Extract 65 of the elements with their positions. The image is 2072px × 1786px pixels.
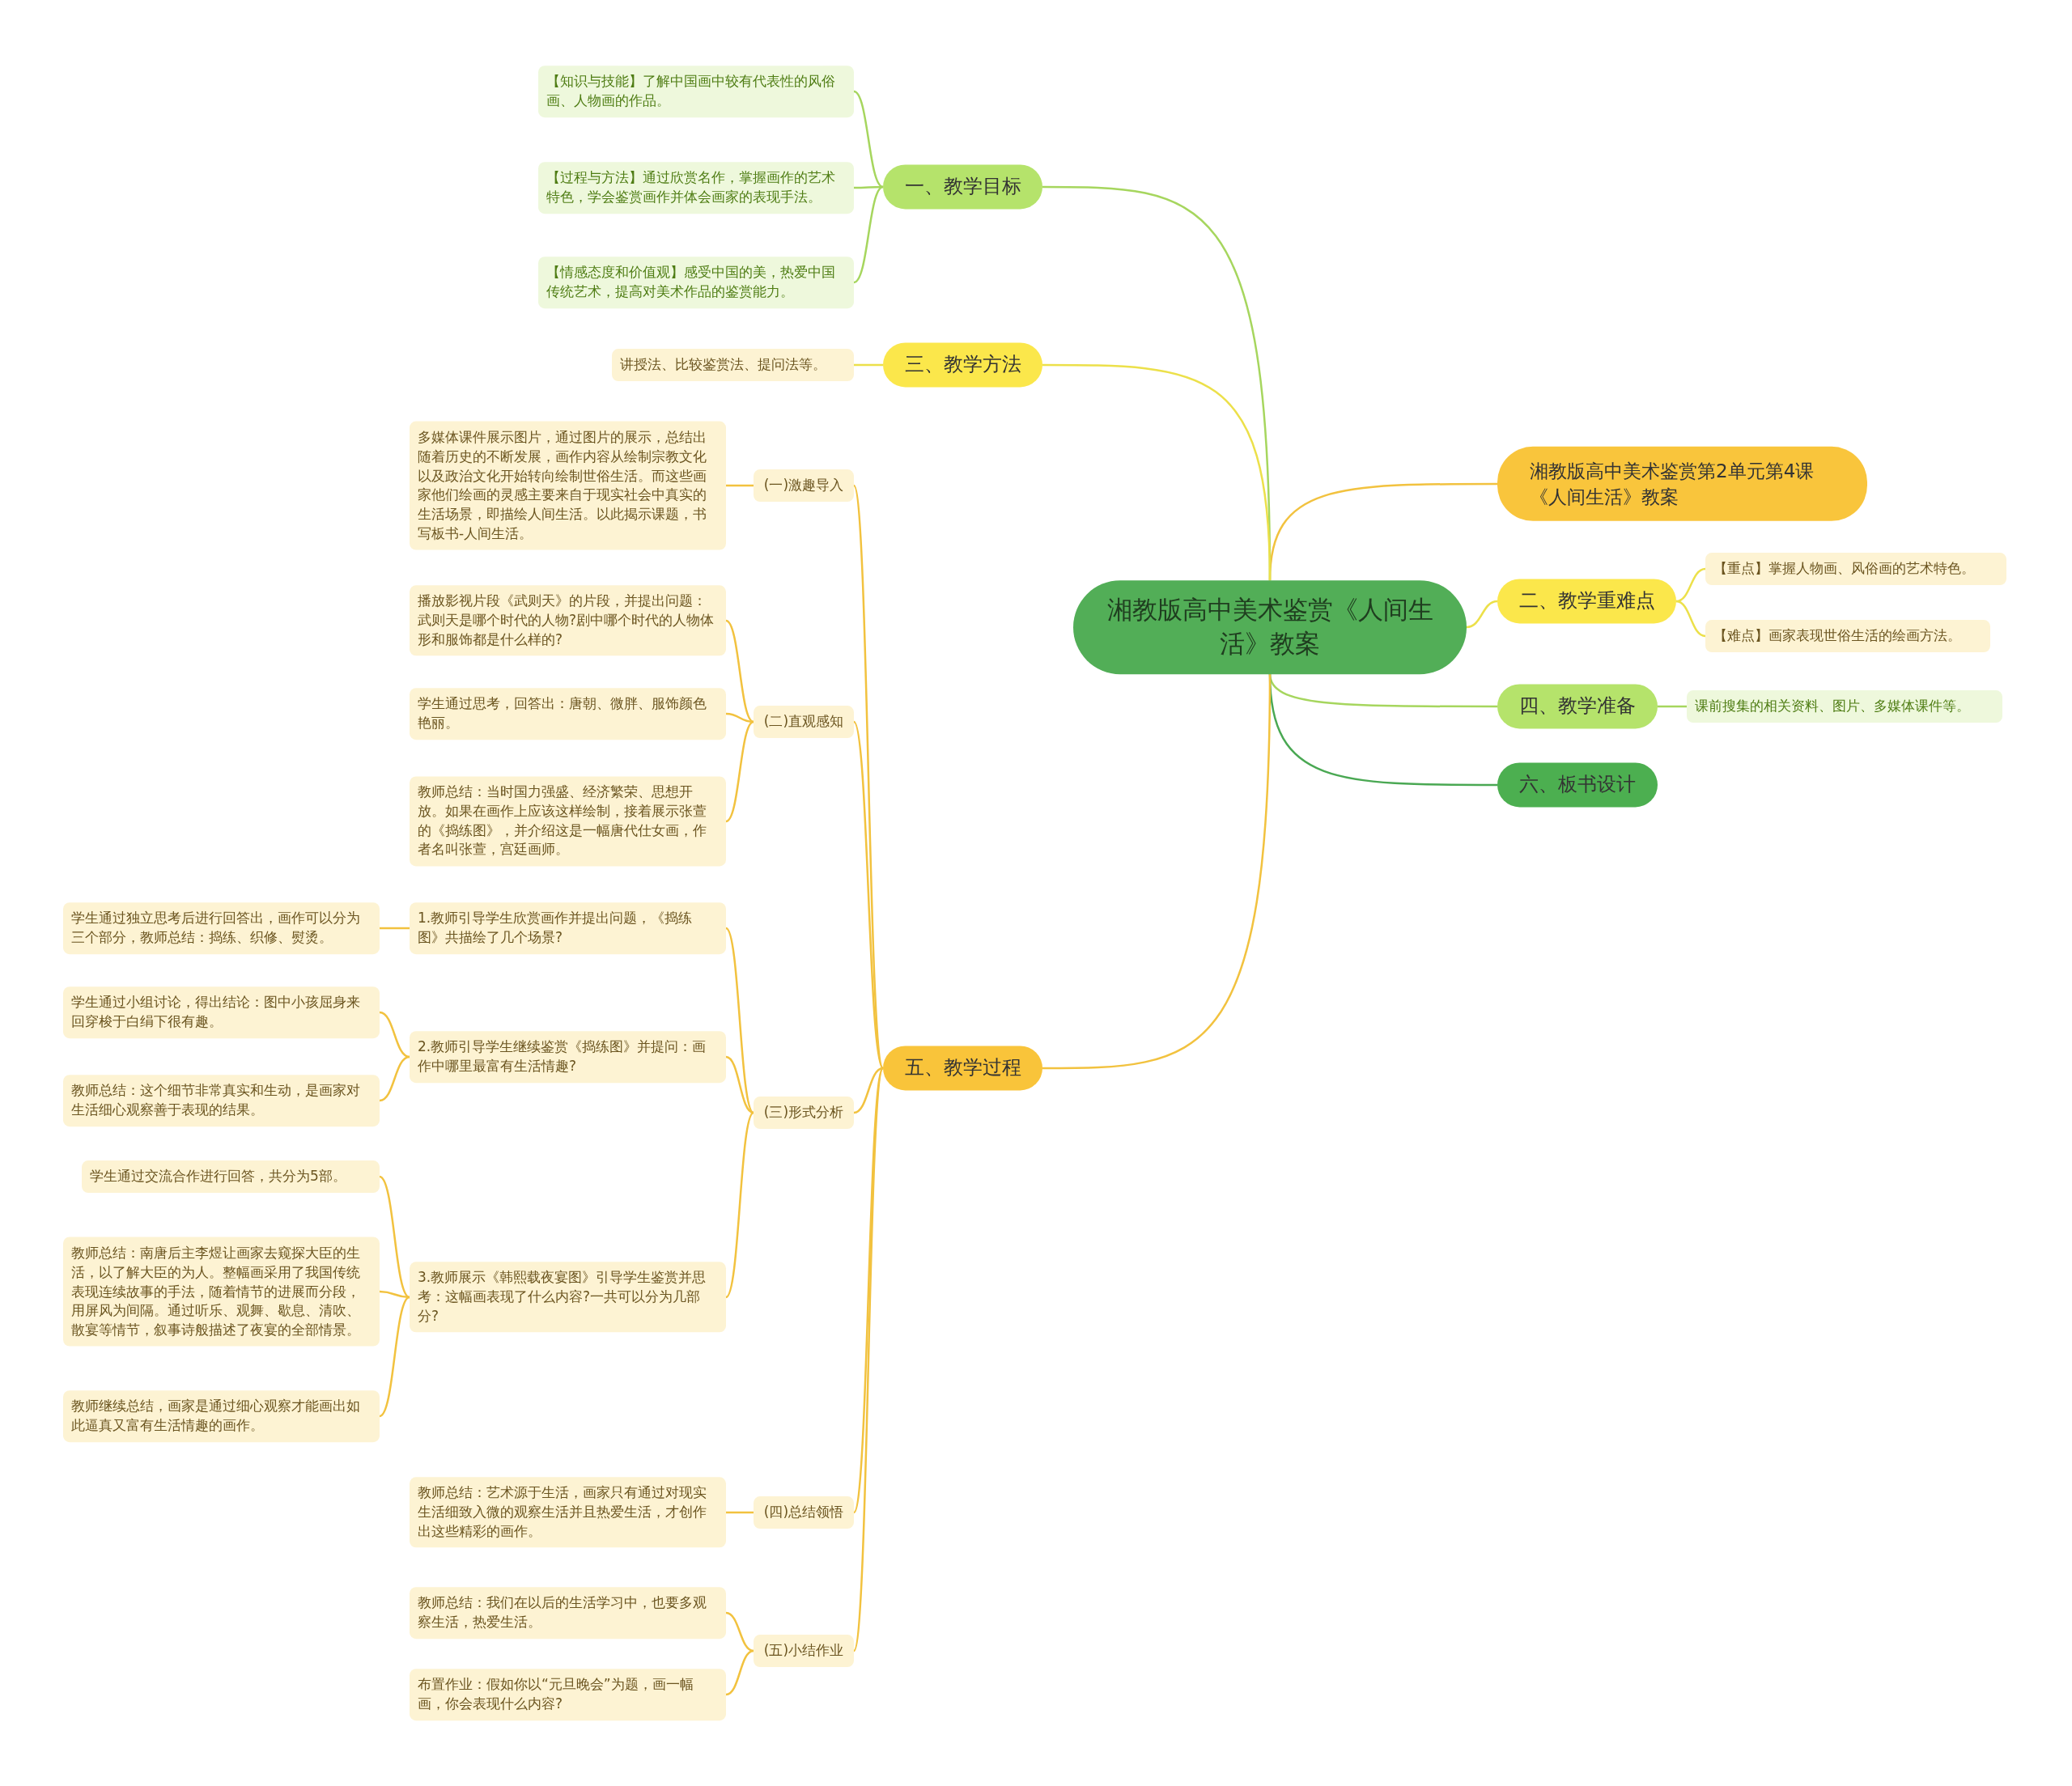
note-card: 【重点】掌握人物画、风俗画的艺术特色。 [1705, 553, 2006, 585]
note-card: 播放影视片段《武则天》的片段，并提出问题：武则天是哪个时代的人物?剧中哪个时代的人物体形和服饰都是什么样的? [410, 585, 726, 656]
note-card: 讲授法、比较鉴赏法、提问法等。 [612, 349, 854, 381]
note-card: 布置作业：假如你以“元旦晚会”为题，画一幅画，你会表现什么内容? [410, 1669, 726, 1720]
connector-line [379, 1296, 410, 1418]
subtopic-card: (一)激趣导入 [754, 469, 854, 502]
connector-line [1675, 600, 1706, 638]
connector-line [725, 1649, 754, 1696]
connector-line [725, 927, 754, 1114]
note-card: 学生通过交流合作进行回答，共分为5部。 [82, 1160, 380, 1193]
connector-line [379, 1011, 410, 1058]
branch-topic: 三、教学方法 [883, 342, 1042, 388]
note-card: 教师总结：艺术源于生活，画家只有通过对现实生活细致入微的观察生活并且热爱生活，才创作出这些精彩的画作。 [410, 1477, 726, 1548]
connector-line [725, 1055, 754, 1114]
connector-line [854, 363, 883, 367]
note-card: 1.教师引导学生欣赏画作并提出问题，《捣练图》共描绘了几个场景? [410, 902, 726, 954]
connector-line [726, 484, 754, 487]
note-card: 【知识与技能】了解中国画中较有代表性的风俗画、人物画的作品。 [538, 66, 854, 117]
title-topic: 湘教版高中美术鉴赏第2单元第4课《人间生活》教案 [1497, 446, 1867, 522]
subtopic-card: (二)直观感知 [754, 706, 854, 738]
note-card: 学生通过独立思考后进行回答出，画作可以分为三个部分，教师总结：捣练、织修、熨烫。 [63, 902, 380, 954]
connector-line [853, 185, 884, 284]
connector-line [379, 1290, 410, 1299]
subtopic-card: (三)形式分析 [754, 1097, 854, 1129]
note-card: 教师总结：这个细节非常真实和生动，是画家对生活细心观察善于表现的结果。 [63, 1075, 380, 1126]
connector-line [725, 720, 754, 823]
note-card: 多媒体课件展示图片，通过图片的展示，总结出随着历史的不断发展，画作内容从绘制宗教文化以及政治文化开始转向绘制世俗生活。而这些画家他们绘画的灵感主要来自于现实社会中真实的生活场景，即描绘人间生活。以此揭示课题，书写板书-人间生活。 [410, 421, 726, 550]
connector-line [725, 619, 754, 723]
connector-line [853, 1067, 884, 1114]
connector-line [725, 1611, 754, 1652]
note-card: 学生通过思考，回答出：唐朝、微胖、服饰颜色艳丽。 [410, 688, 726, 740]
connector-line [379, 1055, 410, 1102]
connector-line [1675, 567, 1706, 603]
connector-line [852, 1067, 885, 1652]
note-card: 【难点】画家表现世俗生活的绘画方法。 [1705, 620, 1990, 652]
connector-line [852, 721, 885, 1069]
connector-line [1042, 673, 1272, 1070]
subtopic-card: (四)总结领悟 [754, 1496, 854, 1529]
note-card: 2.教师引导学生继续鉴赏《捣练图》并提问：画作中哪里最富有生活情趣? [410, 1031, 726, 1083]
note-card: 教师总结：我们在以后的生活学习中，也要多观察生活，热爱生活。 [410, 1587, 726, 1639]
note-card: 教师总结：南唐后主李煜让画家去窥探大臣的生活，以了解大臣的为人。整幅画采用了我国传统表现连续故事的手法，随着情节的进展而分段，用屏风为间隔。通过听乐、观舞、歇息、清吹、散宴等情节，叙事诗般描述了夜宴的全部情景。 [63, 1237, 380, 1347]
connector-line [380, 927, 410, 930]
connector-line [379, 1175, 410, 1299]
connector-line [1658, 705, 1687, 708]
note-card: 【过程与方法】通过欣赏名作，掌握画作的艺术特色，学会鉴赏画作并体会画家的表现手法。 [538, 162, 854, 214]
branch-topic: 一、教学目标 [883, 164, 1042, 210]
connector-line [725, 1112, 754, 1298]
connector-line [1042, 363, 1272, 581]
note-card: 3.教师展示《韩熙载夜宴图》引导学生鉴赏并思考：这幅画表现了什么内容?一共可以分为几部分? [410, 1262, 726, 1333]
note-card: 教师继续总结，画家是通过细心观察才能画出如此逼真又富有生活情趣的画作。 [63, 1390, 380, 1442]
branch-topic: 四、教学准备 [1497, 684, 1658, 729]
branch-topic: 五、教学过程 [883, 1046, 1042, 1091]
connector-line [1466, 600, 1498, 629]
note-card: 教师总结：当时国力强盛、经济繁荣、思想开放。如果在画作上应该这样绘制，接着展示张萱的《捣练图》，并介绍这是一幅唐代仕女画，作者名叫张萱，宫廷画师。 [410, 776, 726, 867]
note-card: 课前搜集的相关资料、图片、多媒体课件等。 [1687, 690, 2002, 723]
branch-topic: 六、板书设计 [1497, 762, 1658, 808]
connector-line [854, 185, 883, 189]
central-topic: 湘教版高中美术鉴赏《人间生活》教案 [1073, 580, 1467, 674]
branch-topic: 二、教学重难点 [1497, 579, 1676, 624]
note-card: 【情感态度和价值观】感受中国的美，热爱中国传统艺术，提高对美术作品的鉴赏能力。 [538, 257, 854, 308]
connector-line [726, 1511, 754, 1514]
note-card: 学生通过小组讨论，得出结论：图中小孩屈身来回穿梭于白绢下很有趣。 [63, 986, 380, 1038]
subtopic-card: (五)小结作业 [754, 1635, 854, 1667]
connector-line [853, 90, 884, 189]
connector-line [725, 712, 754, 723]
